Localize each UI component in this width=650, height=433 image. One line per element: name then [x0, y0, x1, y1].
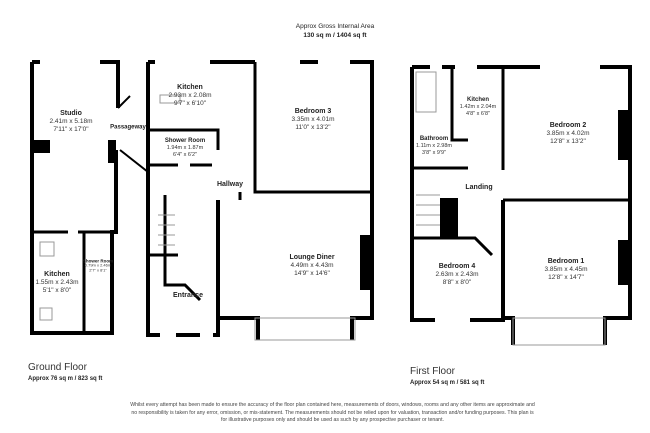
first-left-wall	[410, 67, 505, 322]
room-metric: 3.85m x 4.45m	[544, 266, 588, 274]
first-inner-wall	[412, 67, 494, 257]
room-landing: Landing	[465, 184, 492, 192]
disclaimer: Whilst every attempt has been made to en…	[130, 402, 535, 424]
bedroom3-wall	[253, 62, 372, 194]
main-left-wall	[146, 62, 220, 337]
room-name: Shower Room	[164, 137, 206, 144]
room-name: Kitchen	[44, 271, 70, 279]
hallway-wall	[216, 192, 242, 215]
room-metric: 1.11m x 2.98m	[416, 143, 452, 149]
gross-area-title: Approx Gross Internal Area	[295, 23, 375, 30]
first-floor-walls	[410, 65, 632, 345]
room-metric: 3.85m x 4.02m	[546, 130, 590, 138]
shower-room-wall	[148, 128, 220, 167]
room-name: Kitchen	[466, 96, 490, 103]
ground-floor-caption: Ground Floor Approx 76 sq m / 823 sq ft	[28, 362, 102, 382]
room-passageway: Passageway	[110, 124, 146, 131]
room-imperial: 2'7" x 8'1"	[89, 267, 107, 273]
first-floor-fixtures	[415, 71, 606, 346]
room-lounge-diner: Lounge Diner 4.49m x 4.43m 14'9" x 14'6"	[289, 254, 334, 278]
room-imperial: 6'4" x 6'2"	[172, 151, 198, 158]
room-imperial: 9'7" x 6'10"	[173, 100, 207, 108]
room-name: Lounge Diner	[289, 254, 335, 262]
room-metric: 1.55m x 2.43m	[35, 279, 79, 287]
room-imperial: 11'0" x 13'2"	[295, 124, 331, 132]
room-name: Bedroom 2	[549, 122, 587, 130]
room-name: Landing	[465, 183, 493, 191]
passageway-wall	[117, 95, 149, 173]
ground-floor-area: Approx 76 sq m / 823 sq ft	[28, 376, 103, 382]
room-imperial: 3'8" x 9'9"	[421, 149, 447, 156]
ground-floor-fixtures	[39, 94, 356, 341]
first-floor-title: First Floor	[410, 366, 455, 377]
room-name: Studio	[60, 110, 82, 118]
room-entrance: Entrance	[173, 292, 203, 300]
room-metric: 2.93m x 2.08m	[168, 92, 212, 100]
room-kitchen-ground: Kitchen 2.93m x 2.08m 9'7" x 6'10"	[169, 84, 212, 108]
studio-top-wall	[32, 60, 120, 108]
ground-floor-title: Ground Floor	[28, 362, 87, 373]
room-name: Bedroom 1	[547, 258, 585, 266]
room-imperial: 7'11" x 17'0"	[53, 126, 89, 134]
bedroom2-wall	[501, 67, 630, 202]
first-floor-area: Approx 54 sq m / 581 sq ft	[410, 380, 485, 386]
room-metric: 1.42m x 2.04m	[459, 104, 497, 110]
room-kitchen-first: Kitchen 1.42m x 2.04m 4'8" x 6'8"	[460, 97, 496, 117]
stairs-wall	[148, 195, 202, 302]
room-metric: 4.49m x 4.43m	[290, 262, 334, 270]
room-bedroom-1: Bedroom 1 3.85m x 4.45m 12'8" x 14'7"	[545, 258, 588, 282]
room-imperial: 5'1" x 8'0"	[42, 287, 72, 295]
room-metric: 2.63m x 2.43m	[435, 271, 479, 279]
room-imperial: 12'8" x 13'2"	[550, 138, 586, 146]
ground-floor-walls	[30, 60, 374, 340]
room-name: Kitchen	[177, 84, 203, 92]
room-name: Shower Room	[82, 258, 114, 264]
room-shower-room: Shower Room 1.94m x 1.87m 6'4" x 6'2"	[165, 138, 205, 158]
room-imperial: 12'8" x 14'7"	[548, 274, 584, 282]
room-name: Hallway	[216, 180, 244, 188]
room-imperial: 4'8" x 6'8"	[465, 110, 491, 117]
room-bedroom-2: Bedroom 2 3.85m x 4.02m 12'8" x 13'2"	[547, 122, 590, 146]
studio-wall	[30, 62, 118, 335]
room-studio: Studio 2.41m x 5.18m 7'11" x 17'0"	[50, 110, 93, 134]
room-metric: 1.94m x 1.87m	[166, 145, 204, 151]
room-name: Bedroom 4	[438, 263, 476, 271]
first-outer-wall	[412, 65, 632, 345]
gross-area-header: Approx Gross Internal Area 130 sq m / 14…	[296, 23, 374, 41]
room-metric: 0.79m x 2.46m	[84, 262, 112, 268]
room-name: Bathroom	[419, 135, 449, 142]
room-bedroom-3: Bedroom 3 3.35m x 4.01m 11'0" x 13'2"	[292, 108, 335, 132]
room-hallway: Hallway	[217, 181, 243, 189]
gross-area-value: 130 sq m / 1404 sq ft	[303, 31, 367, 39]
room-bedroom-4: Bedroom 4 2.63m x 2.43m 8'8" x 8'0"	[436, 263, 479, 287]
room-name: Passageway	[110, 124, 146, 131]
room-shower-room-studio: Shower Room 0.79m x 2.46m 2'7" x 8'1"	[83, 259, 113, 274]
room-imperial: 8'8" x 8'0"	[442, 279, 472, 287]
room-metric: 2.41m x 5.18m	[49, 118, 93, 126]
first-floor-caption: First Floor Approx 54 sq m / 581 sq ft	[410, 366, 484, 386]
room-metric: 3.35m x 4.01m	[291, 116, 335, 124]
room-imperial: 14'9" x 14'6"	[294, 270, 330, 278]
main-outer-wall	[148, 60, 374, 340]
room-bathroom: Bathroom 1.11m x 2.98m 3'8" x 9'9"	[416, 136, 452, 156]
chimney-breasts	[32, 110, 630, 290]
room-name: Entrance	[173, 291, 203, 299]
room-name: Bedroom 3	[294, 108, 332, 116]
room-kitchen-studio: Kitchen 1.55m x 2.43m 5'1" x 8'0"	[36, 271, 79, 295]
